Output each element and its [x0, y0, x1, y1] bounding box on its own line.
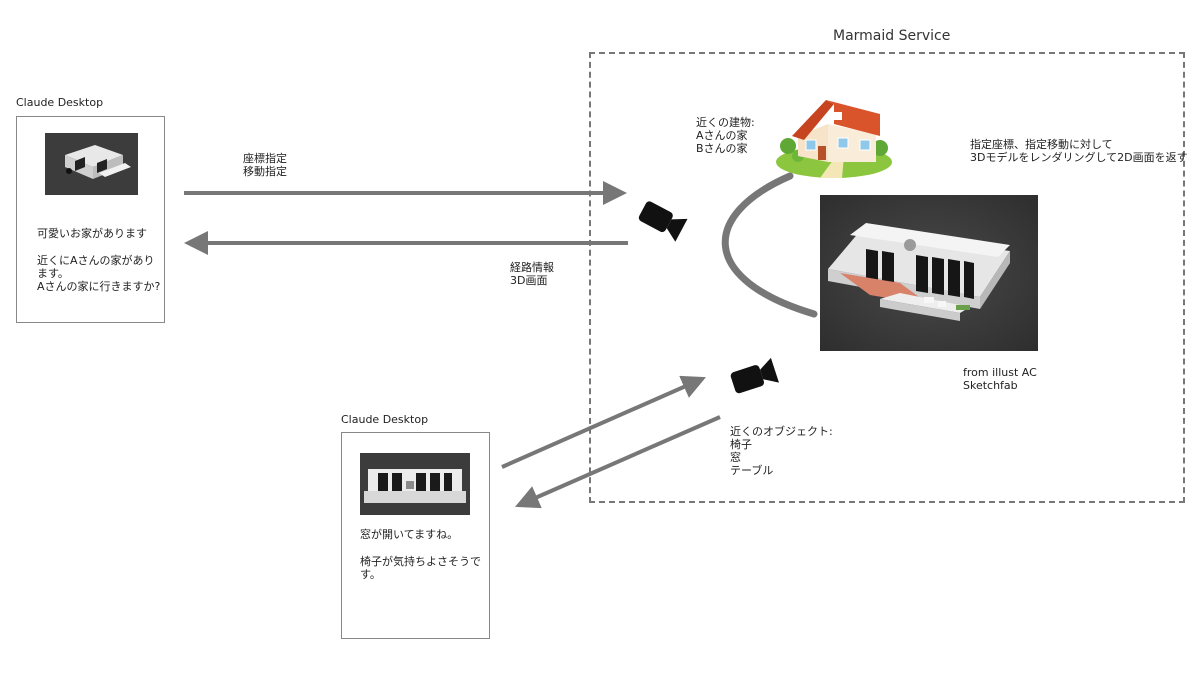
client-top-title: Claude Desktop [16, 96, 104, 109]
client-top-panel: 可愛いお家があります 近くにAさんの家があります。 Aさんの家に行きますか? [16, 116, 165, 323]
nearby-objects-heading: 近くのオブジェクト: [730, 425, 833, 438]
client-bottom-message-line3: す。 [360, 568, 381, 581]
response-label-line1: 経路情報 [510, 261, 554, 274]
nearby-buildings-heading: 近くの建物: [696, 116, 755, 129]
response-label: 経路情報 3D画面 [510, 261, 554, 287]
nearby-buildings: 近くの建物: Aさんの家 Bさんの家 [696, 116, 755, 155]
client-bottom-title: Claude Desktop [341, 413, 429, 426]
credit-line2: Sketchfab [963, 379, 1018, 392]
client-top-message-line2: 近くにAさんの家があります。 [37, 254, 155, 280]
client-top-message: 可愛いお家があります 近くにAさんの家があります。 Aさんの家に行きますか? [37, 227, 162, 293]
credit: from illust AC Sketchfab [963, 366, 1037, 392]
response-label-line2: 3D画面 [510, 274, 548, 287]
lower-request-arrow [501, 375, 706, 469]
rendered-3d-view [820, 195, 1038, 351]
request-label-line2: 移動指定 [243, 165, 287, 178]
client-top-message-line3: Aさんの家に行きますか? [37, 280, 161, 293]
client-bottom-message-line2: 椅子が気持ちよさそうで [360, 555, 481, 568]
credit-line1: from illust AC [963, 366, 1037, 379]
nearby-buildings-item2: Bさんの家 [696, 142, 748, 155]
camera-icon-top [636, 197, 688, 243]
service-title: Marmaid Service [833, 28, 951, 44]
nearby-objects-item1: 椅子 [730, 438, 752, 451]
nearby-objects-item2: 窓 [730, 451, 741, 464]
request-label-line1: 座標指定 [243, 152, 287, 165]
client-top-message-line1: 可愛いお家があります [37, 227, 147, 240]
client-top-thumbnail [45, 133, 138, 195]
nearby-objects-item3: テーブル [730, 464, 774, 477]
request-label: 座標指定 移動指定 [243, 152, 287, 178]
camera-icon-bottom [728, 354, 780, 400]
route-curve [721, 172, 818, 318]
render-note: 指定座標、指定移動に対して 3Dモデルをレンダリングして2D画面を返す [970, 138, 1188, 164]
client-bottom-thumbnail [360, 453, 470, 515]
service-boundary [589, 52, 1185, 503]
render-note-line2: 3Dモデルをレンダリングして2D画面を返す [970, 151, 1188, 164]
nearby-objects: 近くのオブジェクト: 椅子 窓 テーブル [730, 425, 833, 477]
client-bottom-message: 窓が開いてますね。 椅子が気持ちよさそうで す。 [360, 528, 485, 581]
client-bottom-panel: 窓が開いてますね。 椅子が気持ちよさそうで す。 [341, 432, 490, 639]
lower-response-arrow [515, 415, 721, 509]
house-icon [776, 94, 894, 180]
nearby-buildings-item1: Aさんの家 [696, 129, 748, 142]
client-bottom-message-line1: 窓が開いてますね。 [360, 528, 459, 541]
render-note-line1: 指定座標、指定移動に対して [970, 138, 1113, 151]
